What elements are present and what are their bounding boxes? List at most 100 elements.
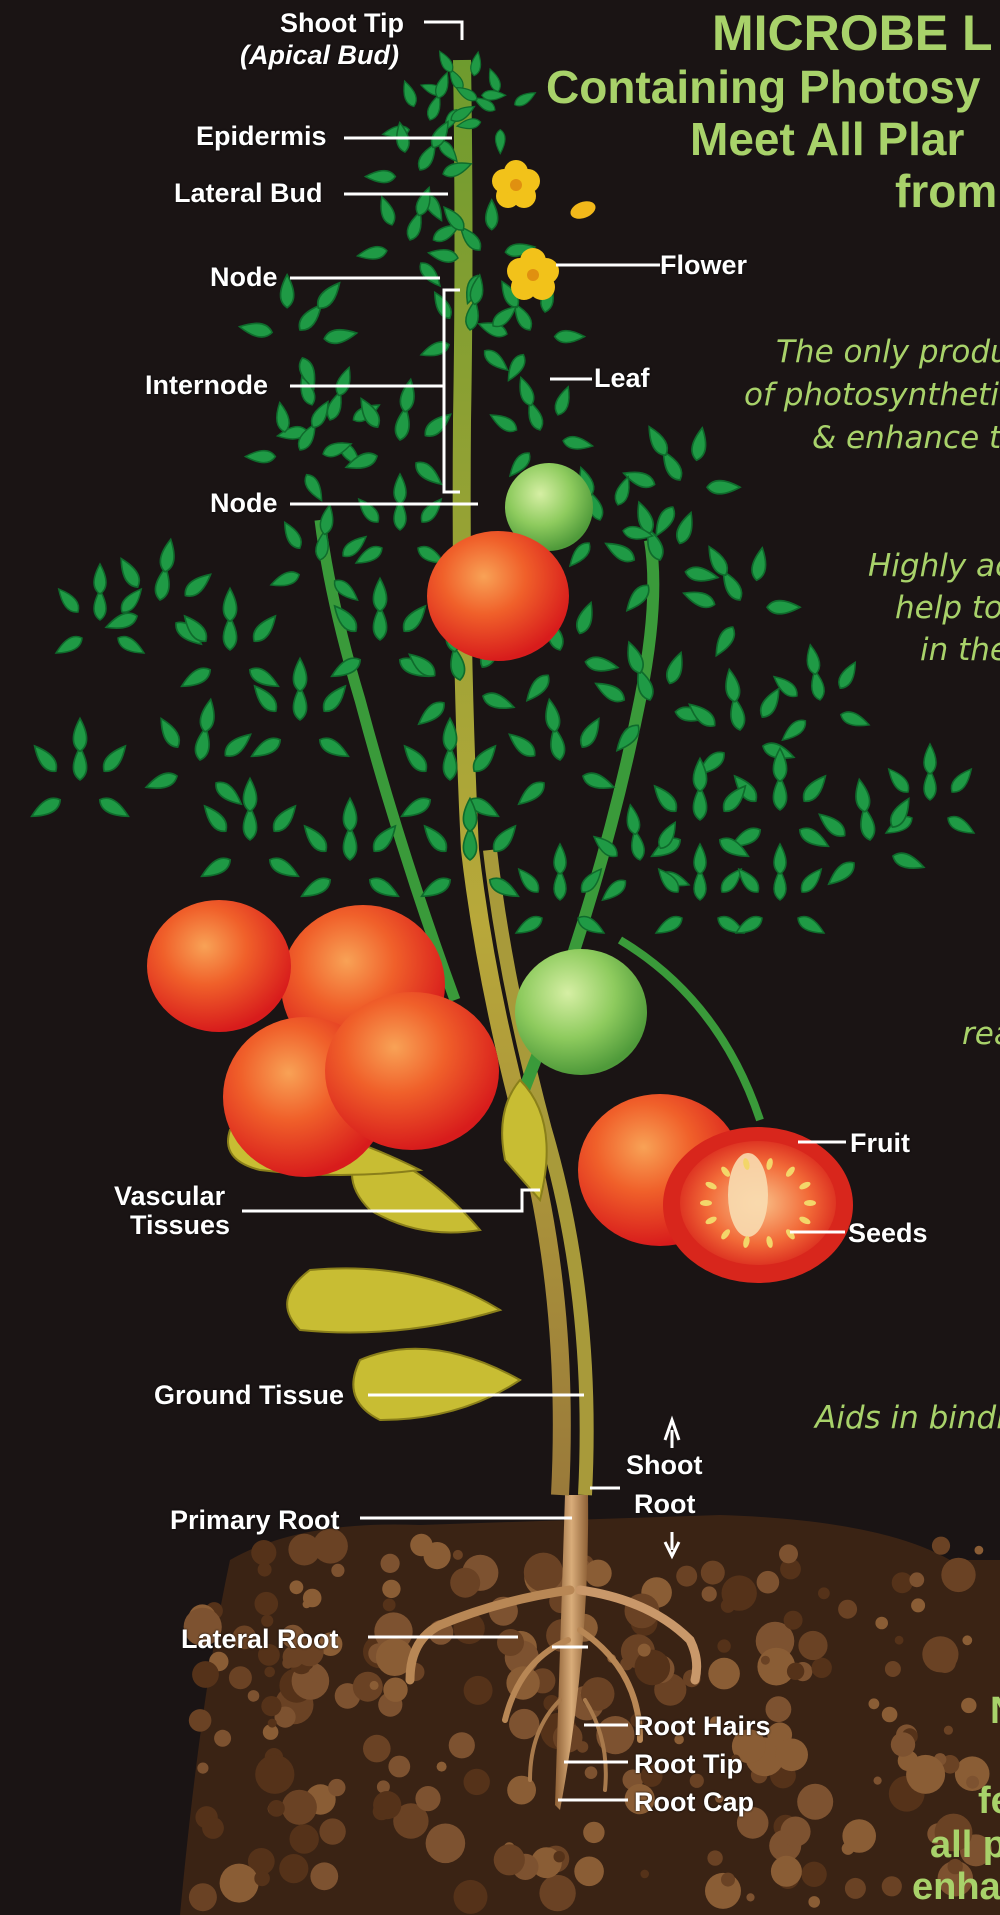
soil-particle: [539, 1875, 575, 1911]
soil-particle: [581, 1677, 615, 1711]
soil-particle: [370, 1681, 379, 1690]
soil-particle: [363, 1735, 391, 1763]
soil-particle: [290, 1824, 319, 1853]
soil-particle: [784, 1611, 803, 1630]
foliage: [28, 32, 977, 938]
soil-particle: [574, 1857, 604, 1887]
soil-particle: [290, 1580, 304, 1594]
soil-particle: [373, 1791, 401, 1819]
soil-particle: [775, 1739, 808, 1772]
soil-particle: [722, 1575, 757, 1610]
leaf: [728, 748, 831, 852]
seed: [804, 1200, 816, 1206]
leaf: [664, 521, 805, 662]
leaf: [267, 497, 376, 606]
soil-particle: [331, 1564, 344, 1577]
soil-particle: [962, 1635, 972, 1645]
soil-particle: [721, 1873, 735, 1887]
soil-particle: [812, 1658, 832, 1678]
label-lateral-bud: Lateral Bud: [174, 178, 323, 208]
label-seeds: Seeds: [848, 1218, 928, 1248]
soil-particle: [189, 1883, 217, 1911]
soil-particle: [328, 1779, 345, 1796]
soil-particle: [264, 1667, 275, 1678]
soil-particle: [640, 1870, 649, 1879]
soil-particle: [381, 1554, 400, 1573]
label-epidermis: Epidermis: [196, 121, 327, 151]
soil-particle: [261, 1696, 281, 1716]
soil-particle: [254, 1871, 270, 1887]
soil-particle: [288, 1534, 320, 1566]
soil-particle: [702, 1586, 717, 1601]
soil-particle: [891, 1732, 915, 1756]
soil-particle: [279, 1854, 308, 1883]
label-internode: Internode: [145, 370, 268, 400]
seed: [700, 1200, 712, 1206]
soil-particle: [464, 1769, 490, 1795]
promo-line-4: enha: [912, 1866, 1000, 1909]
description-2-line-2: help to: [895, 590, 1000, 626]
soil-particle: [494, 1844, 525, 1875]
soil-particle: [248, 1690, 260, 1702]
soil-particle: [214, 1730, 231, 1747]
description-4: Aids in bindir: [815, 1400, 1000, 1436]
label-primary-root: Primary Root: [170, 1505, 340, 1535]
label-flower: Flower: [660, 250, 747, 280]
soil-particle: [258, 1563, 272, 1577]
title-line-4: from: [895, 164, 997, 218]
soil-particle: [437, 1762, 447, 1772]
soil-particle: [975, 1546, 984, 1555]
soil-particle: [671, 1678, 682, 1689]
soil-particle: [635, 1650, 671, 1686]
soil-particle: [192, 1661, 219, 1688]
soil-particle: [941, 1558, 975, 1592]
soil-particle: [585, 1560, 612, 1587]
soil-particle: [780, 1817, 810, 1847]
soil-particle: [229, 1666, 252, 1689]
description-1-line-1: The only produc: [776, 334, 1000, 370]
soil-particle: [497, 1629, 524, 1656]
soil-particle: [708, 1658, 740, 1690]
flower-top: [492, 160, 598, 300]
soil-particle: [388, 1756, 410, 1778]
soil-particle: [524, 1553, 563, 1592]
label-fruit: Fruit: [850, 1128, 910, 1158]
promo-line-1: N: [990, 1690, 1000, 1733]
soil-particle: [282, 1790, 317, 1825]
leaf: [298, 798, 401, 902]
leaf: [733, 844, 827, 938]
leaf: [498, 690, 618, 810]
title-line-1: MICROBE L: [712, 4, 993, 62]
soil-particle: [583, 1822, 604, 1843]
soil-particle: [202, 1817, 224, 1839]
description-2-line-3: in the: [920, 632, 1000, 668]
soil-particle: [717, 1639, 730, 1652]
soil-particle: [383, 1678, 407, 1702]
soil-particle: [189, 1709, 212, 1732]
soil-particle: [415, 1786, 440, 1811]
soil-particle: [319, 1818, 345, 1844]
description-1-line-3: & enhance th: [812, 420, 1000, 456]
label-root: Root: [634, 1489, 695, 1519]
soil-particle: [895, 1636, 904, 1645]
label-vascular-1: Vascular: [114, 1181, 225, 1211]
soil-particle: [254, 1592, 278, 1616]
soil-particle: [944, 1726, 953, 1735]
title-line-3: Meet All Plar: [690, 112, 964, 166]
leaf: [28, 718, 131, 822]
soil-particle: [845, 1878, 866, 1899]
soil-particle: [922, 1636, 958, 1672]
soil-particle: [707, 1850, 722, 1865]
soil-particle: [449, 1732, 475, 1758]
leaf: [764, 637, 873, 746]
label-root-hairs: Root Hairs: [634, 1711, 771, 1741]
soil-particle: [779, 1544, 798, 1563]
soil-particle: [818, 1587, 830, 1599]
label-node-top: Node: [210, 262, 278, 292]
soil-particle: [882, 1876, 902, 1896]
soil-particle: [787, 1663, 804, 1680]
soil-particle: [838, 1600, 857, 1619]
soil-particle: [676, 1566, 697, 1587]
soil-particle: [798, 1631, 827, 1660]
